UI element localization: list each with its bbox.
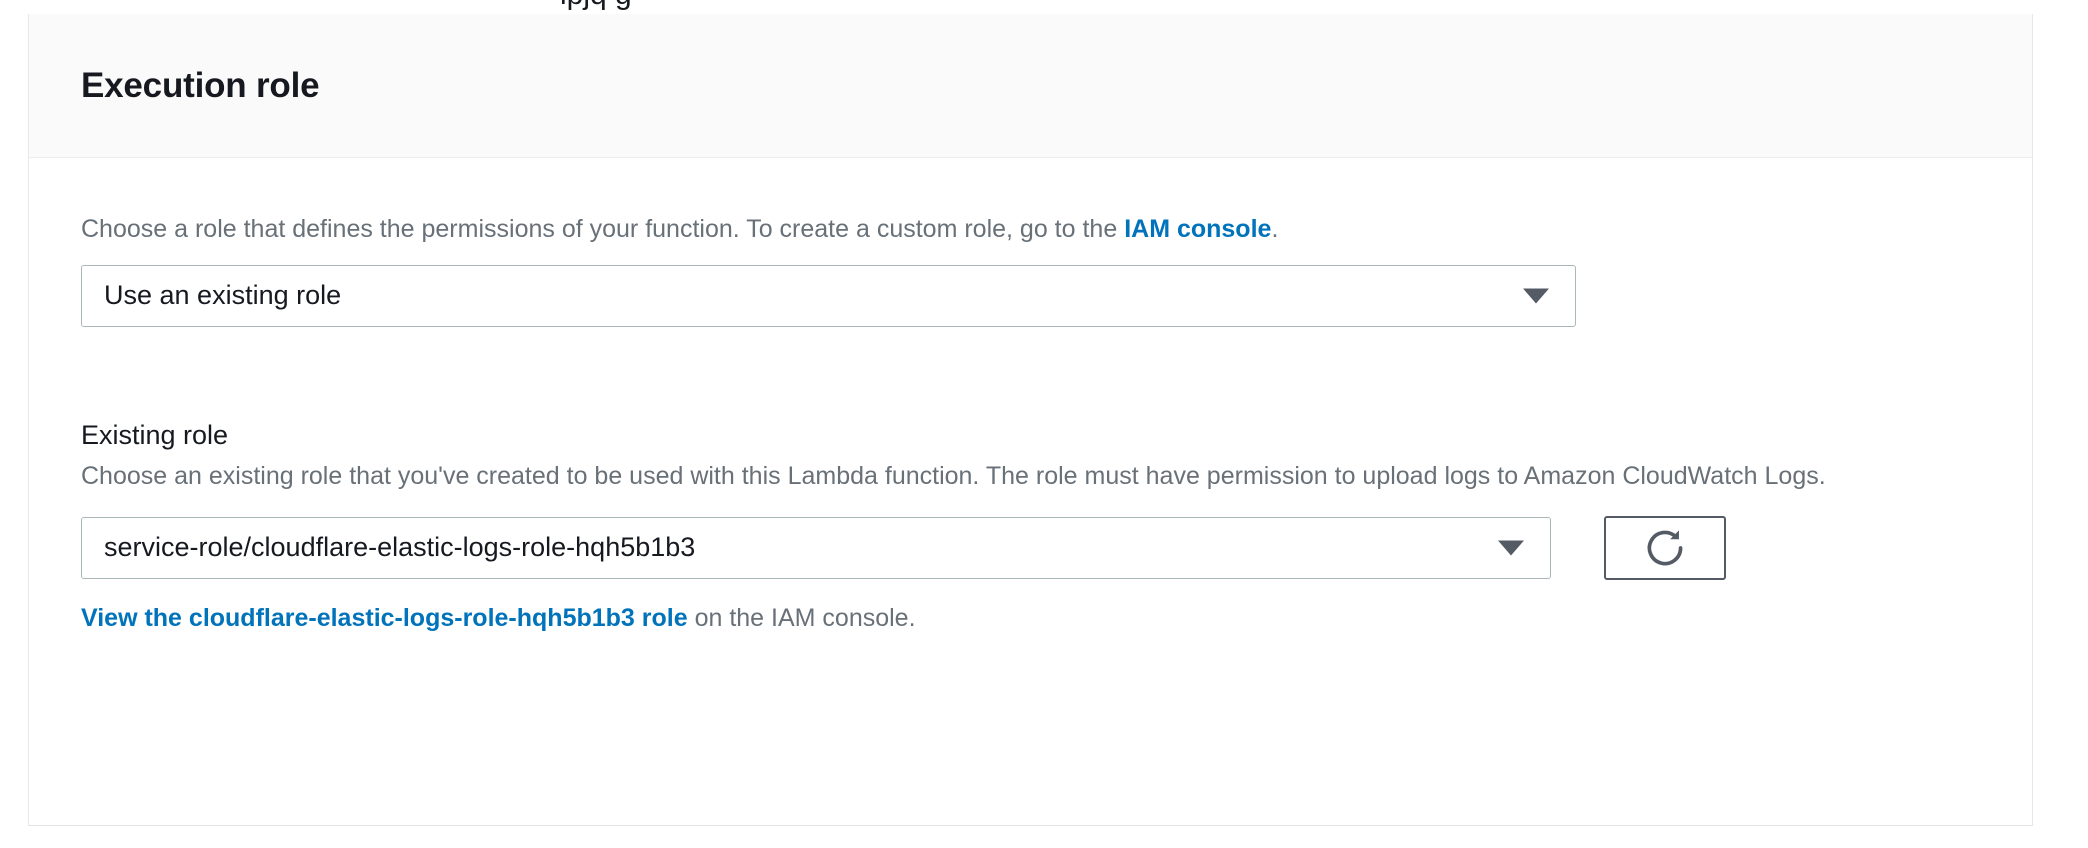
intro-text-before-link: Choose a role that defines the permissio… xyxy=(81,215,1125,243)
refresh-roles-button[interactable] xyxy=(1604,515,1726,580)
execution-role-description: Choose a role that defines the permissio… xyxy=(81,213,1980,247)
existing-role-row: service-role/cloudflare-elastic-logs-rol… xyxy=(81,515,1980,580)
clipped-text-fragment: ipjq g xyxy=(560,0,632,12)
existing-role-selected-value: service-role/cloudflare-elastic-logs-rol… xyxy=(104,532,696,563)
refresh-icon xyxy=(1643,526,1687,570)
clipped-text-above-card: ipjq g xyxy=(0,0,2088,14)
card-header: Execution role xyxy=(29,14,2032,158)
view-role-line: View the cloudflare-elastic-logs-role-hq… xyxy=(81,602,1980,636)
execution-role-card: Execution role Choose a role that define… xyxy=(28,14,2033,826)
view-role-link[interactable]: View the cloudflare-elastic-logs-role-hq… xyxy=(81,603,688,632)
existing-role-select[interactable]: service-role/cloudflare-elastic-logs-rol… xyxy=(81,516,1551,579)
chevron-down-icon xyxy=(1498,540,1524,556)
view-role-suffix: on the IAM console. xyxy=(687,603,916,632)
role-source-selected-value: Use an existing role xyxy=(104,280,342,311)
card-body: Choose a role that defines the permissio… xyxy=(29,213,2032,635)
iam-console-link[interactable]: IAM console xyxy=(1124,215,1272,243)
existing-role-description: Choose an existing role that you've crea… xyxy=(81,462,1826,491)
existing-role-label: Existing role xyxy=(81,419,229,450)
chevron-down-icon xyxy=(1523,288,1549,304)
intro-text-after-link: . xyxy=(1271,215,1279,243)
page-title: Execution role xyxy=(81,65,320,105)
role-source-select[interactable]: Use an existing role xyxy=(81,264,1576,327)
